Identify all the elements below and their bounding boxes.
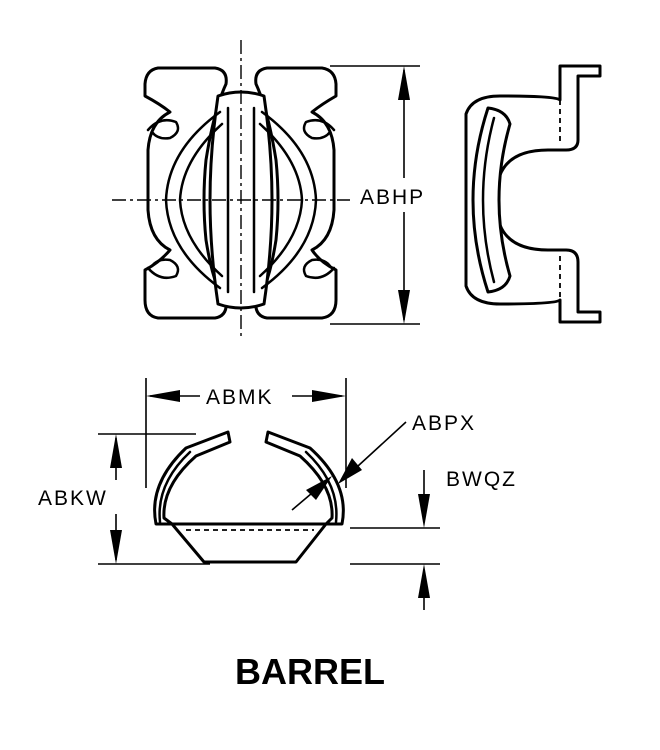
barrel-side-view [464, 64, 602, 324]
height-arrow-top [398, 66, 410, 100]
dimension-thickness: ABPX [291, 412, 476, 511]
barrel-clip-view [153, 430, 345, 564]
clip-arm-right-inner [304, 450, 338, 524]
width-arrow-right [312, 390, 346, 402]
dimension-base-offset: BWQZ [350, 468, 517, 610]
thickness-dimension-label: ABPX [412, 412, 476, 435]
clip-height-arrow-bottom [110, 530, 122, 564]
height-dimension-label: ABHP [360, 186, 425, 209]
clip-height-arrow-top [110, 434, 122, 468]
diagram-title: BARREL [235, 651, 385, 692]
thickness-arrow-lower [306, 476, 332, 500]
front-tab-top-right [302, 119, 336, 140]
dimension-height: ABHP [330, 65, 425, 325]
side-inner-curve [481, 116, 496, 284]
dimension-width: ABMK [145, 378, 347, 488]
height-arrow-bottom [398, 290, 410, 324]
front-right-bracket [254, 66, 338, 320]
clip-height-dimension-label: ABKW [38, 487, 108, 510]
base-offset-arrow-top [418, 494, 430, 528]
clip-spring-arm-right [264, 430, 345, 526]
clip-arm-left-inner [158, 450, 192, 524]
clip-spring-arm-left [153, 430, 232, 526]
base-offset-dimension-label: BWQZ [446, 468, 517, 491]
width-dimension-label: ABMK [206, 386, 274, 409]
side-curved-lens [471, 106, 512, 294]
front-tab-top-left [146, 119, 180, 140]
front-left-bracket [143, 66, 228, 320]
front-right-inner-arc-2 [258, 122, 304, 278]
base-offset-arrow-bottom [418, 564, 430, 598]
thickness-leader-upper [357, 421, 407, 467]
front-tab-bottom-left [146, 258, 180, 279]
barrel-front-view [112, 40, 350, 336]
thickness-arrow-upper [338, 458, 362, 484]
dimension-clip-height: ABKW [38, 433, 210, 565]
front-tab-bottom-right [302, 258, 336, 279]
clip-base [170, 522, 328, 564]
width-arrow-left [146, 390, 180, 402]
